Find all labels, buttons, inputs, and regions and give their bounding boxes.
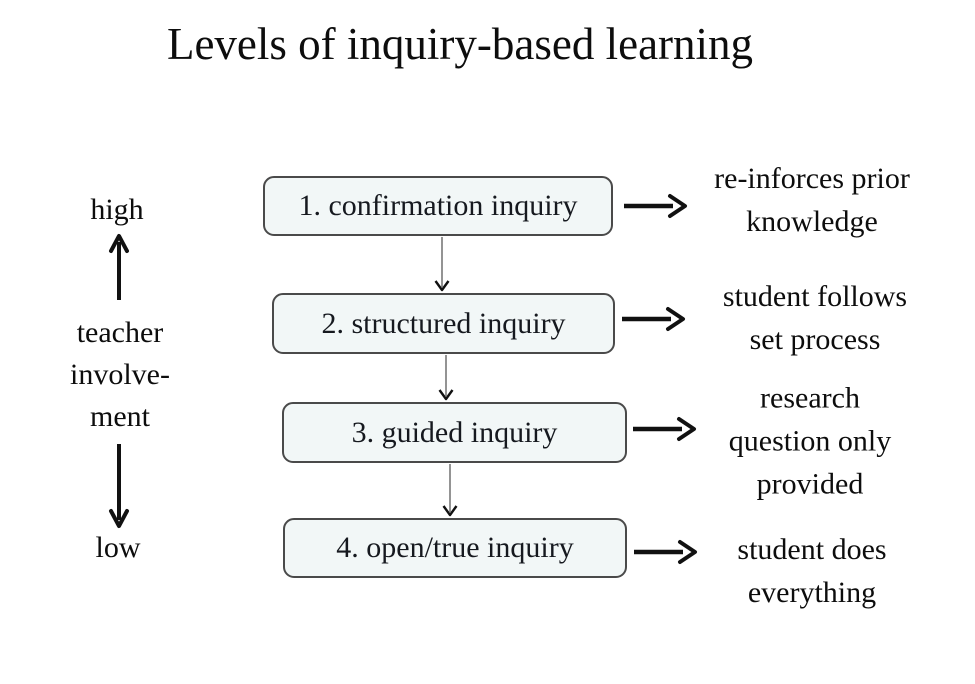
outcome-line: provided	[756, 467, 864, 501]
outcome-arrow-2	[622, 307, 685, 331]
axis-down-arrow	[109, 444, 129, 528]
axis-label-line: involve-	[70, 358, 170, 391]
outcome-line: student follows	[722, 280, 908, 313]
level-box-open-true-inquiry: 4. open/true inquiry	[283, 518, 627, 578]
level-box-confirmation-inquiry: 1. confirmation inquiry	[263, 176, 613, 236]
outcome-text-2: student follows set process	[723, 275, 907, 361]
level-box-structured-inquiry: 2. structured inquiry	[272, 293, 615, 354]
outcome-line: set process	[749, 323, 881, 356]
outcome-text-4: student does everything	[737, 528, 886, 614]
connector-level2-level3	[438, 355, 454, 401]
connector-level1-level2	[434, 237, 450, 292]
axis-label-teacher-involvement: teacher involve- ment	[70, 312, 170, 438]
outcome-arrow-3	[633, 417, 696, 441]
outcome-line: research	[760, 381, 860, 415]
outcome-text-3: research question only provided	[729, 377, 892, 506]
axis-up-arrow	[109, 234, 129, 300]
outcome-line: student does	[737, 533, 887, 566]
outcome-arrow-1	[624, 194, 687, 218]
outcome-line: re-inforces prior	[714, 162, 910, 195]
page-title: Levels of inquiry-based learning	[166, 19, 754, 69]
axis-label-low: low	[95, 531, 141, 564]
axis-label-high: high	[90, 193, 144, 226]
axis-label-line: ment	[89, 400, 150, 433]
connector-level3-level4	[442, 464, 458, 517]
outcome-arrow-4	[634, 540, 697, 564]
outcome-text-1: re-inforces prior knowledge	[714, 157, 910, 243]
axis-label-line: teacher	[76, 316, 164, 349]
outcome-line: question only	[728, 424, 892, 458]
outcome-line: knowledge	[746, 205, 878, 238]
level-box-guided-inquiry: 3. guided inquiry	[282, 402, 627, 463]
outcome-line: everything	[747, 576, 877, 609]
